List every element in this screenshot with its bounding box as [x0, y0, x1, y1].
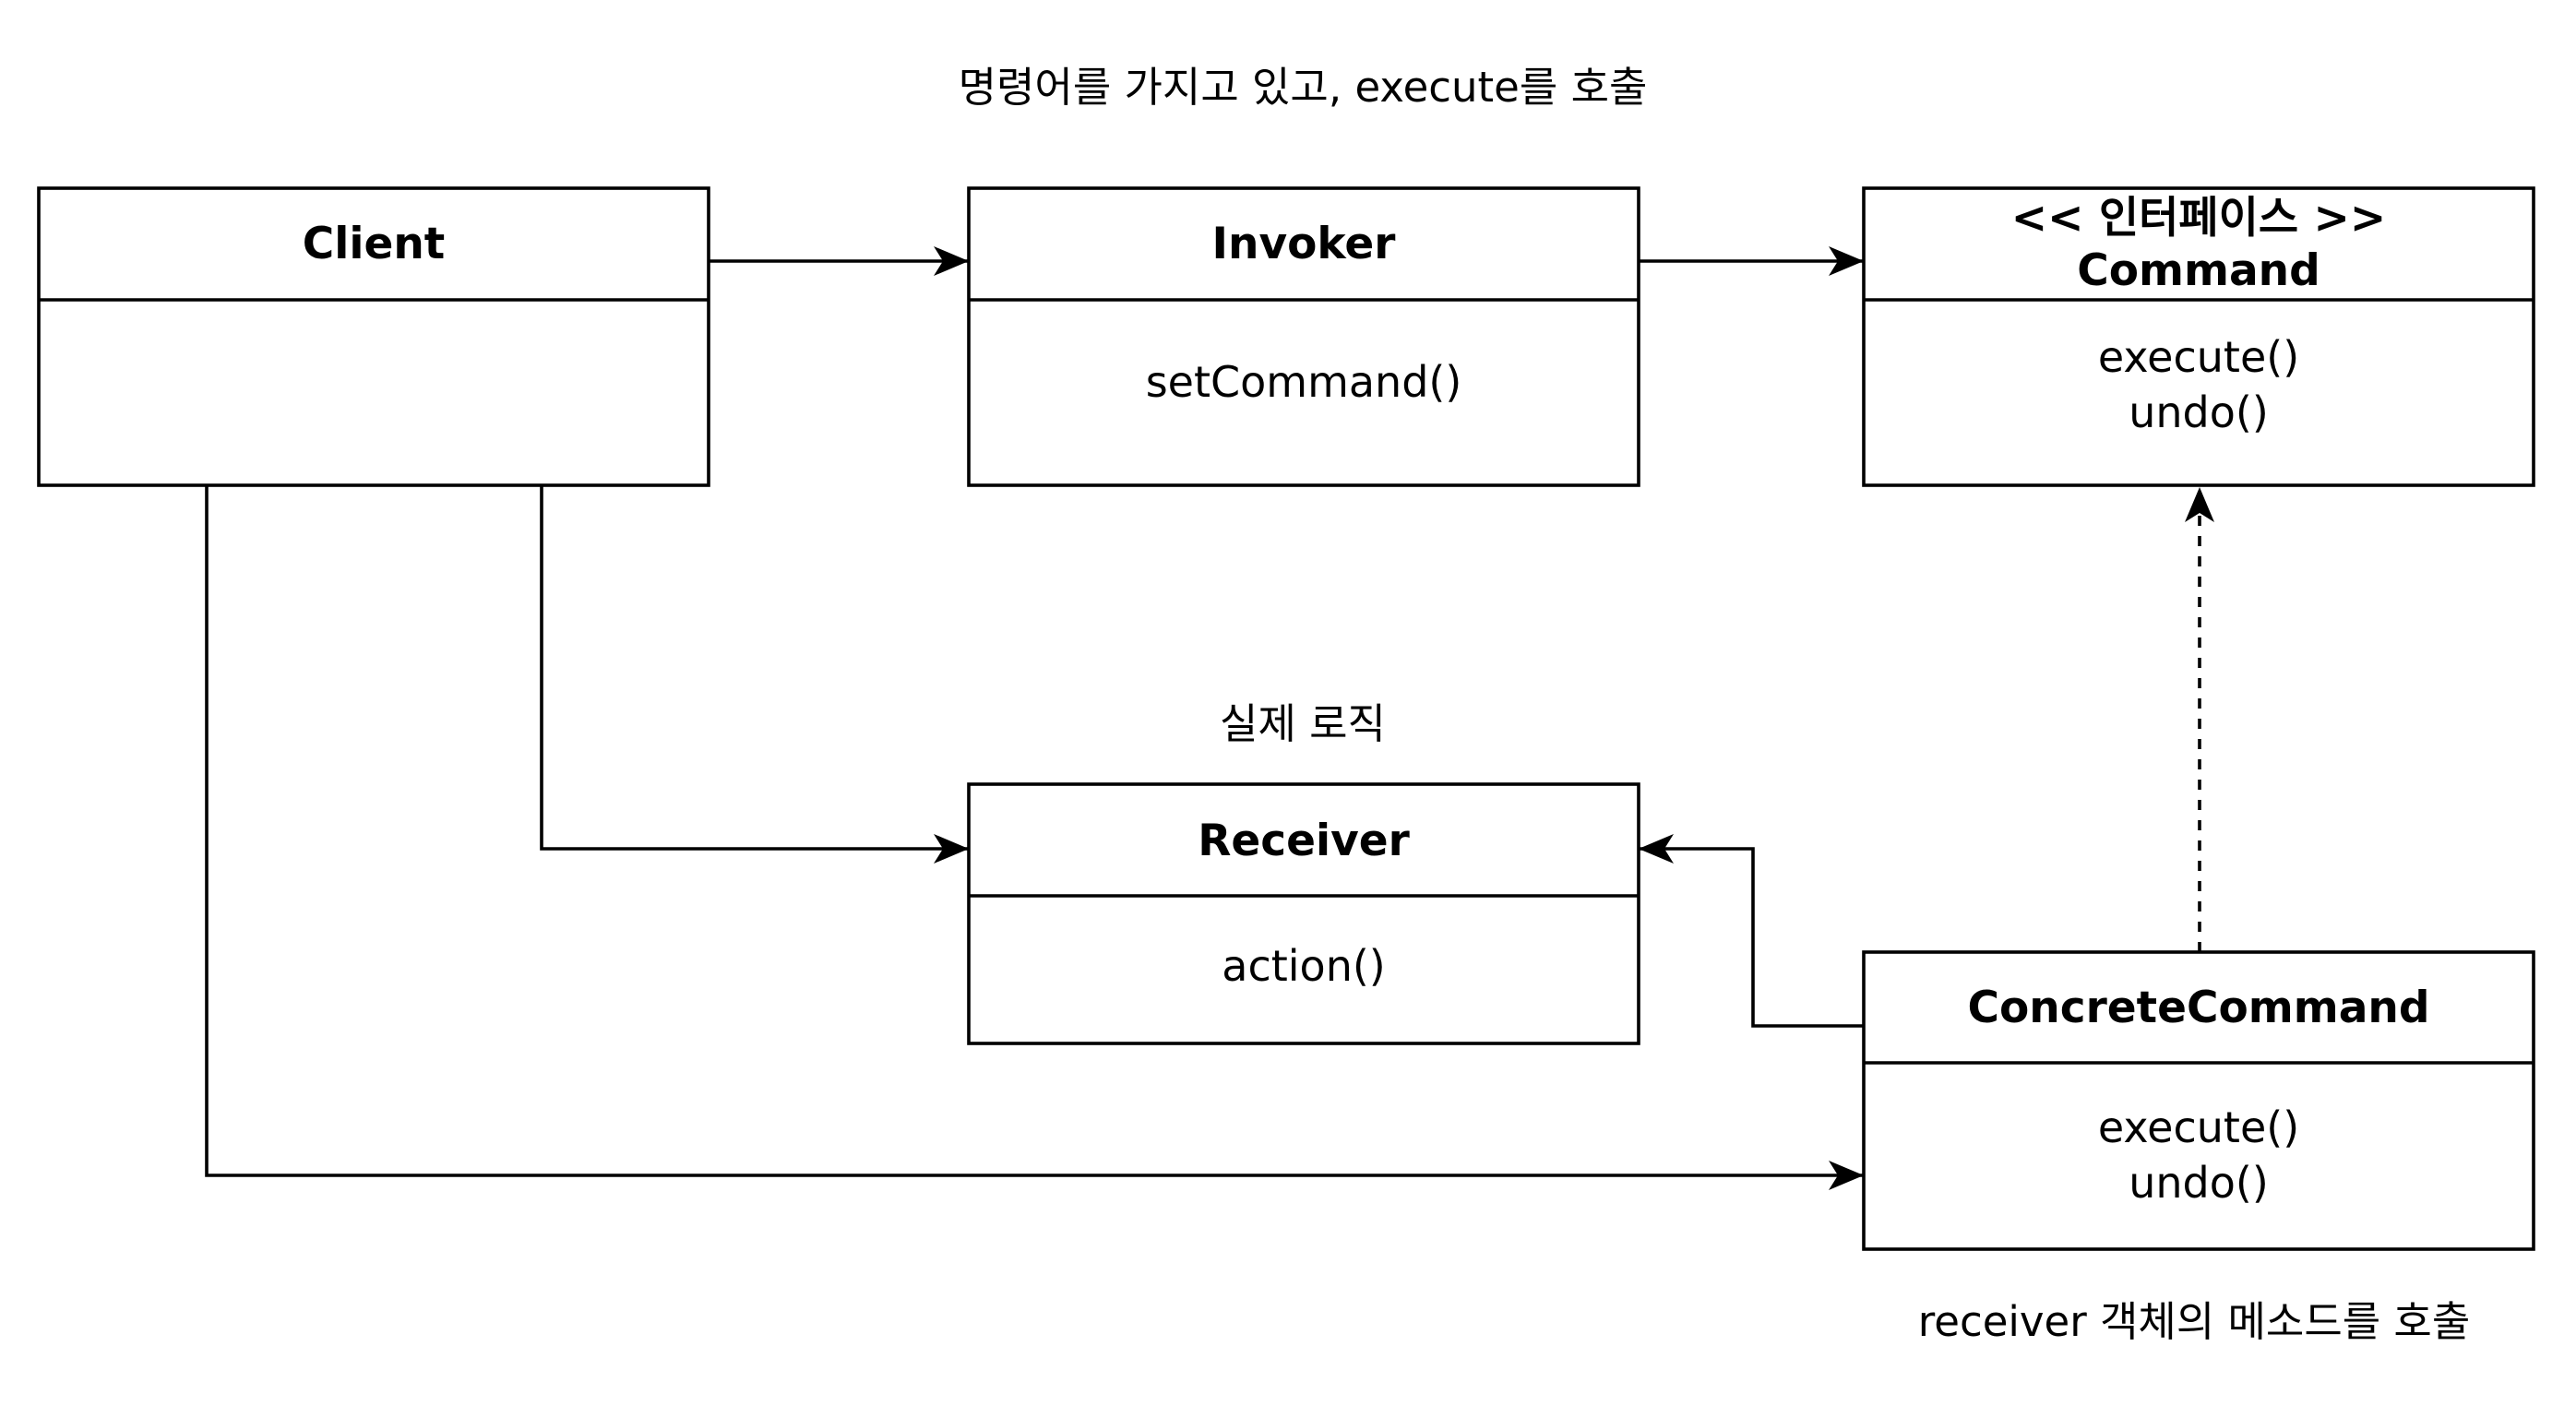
invoker-class[interactable]: Invoker setCommand() [967, 186, 1640, 487]
concrete-command-method-undo: undo() [2129, 1158, 2269, 1208]
receiver-title: Receiver [1198, 816, 1410, 866]
receiver-note: 실제 로직 [1220, 699, 1386, 748]
edge-client-to-receiver [540, 485, 969, 864]
command-title: Command [2077, 245, 2320, 296]
concrete-command-class[interactable]: ConcreteCommand execute() undo() [1862, 950, 2535, 1251]
client-class[interactable]: Client [37, 186, 710, 487]
command-method-undo: undo() [2129, 387, 2269, 437]
receiver-class[interactable]: Receiver action() [967, 782, 1640, 1045]
invoker-method-setcommand: setCommand() [1146, 357, 1462, 407]
command-stereotype: << 인터페이스 >> [2011, 193, 2386, 244]
invoker-note: 명령어를 가지고 있고, execute를 호출 [959, 63, 1648, 112]
client-title: Client [303, 219, 446, 269]
command-method-execute: execute() [2098, 332, 2299, 382]
concrete-command-title: ConcreteCommand [1967, 983, 2429, 1033]
concrete-command-method-execute: execute() [2098, 1102, 2299, 1152]
invoker-title: Invoker [1212, 219, 1397, 269]
edge-concrete-command-to-receiver [1639, 834, 1864, 1028]
edge-client-to-concrete-command [205, 485, 1864, 1190]
command-interface[interactable]: << 인터페이스 >> Command execute() undo() [1862, 186, 2535, 487]
concrete-command-note: receiver 객체의 메소드를 호출 [1918, 1297, 2470, 1346]
receiver-method-action: action() [1222, 941, 1386, 991]
